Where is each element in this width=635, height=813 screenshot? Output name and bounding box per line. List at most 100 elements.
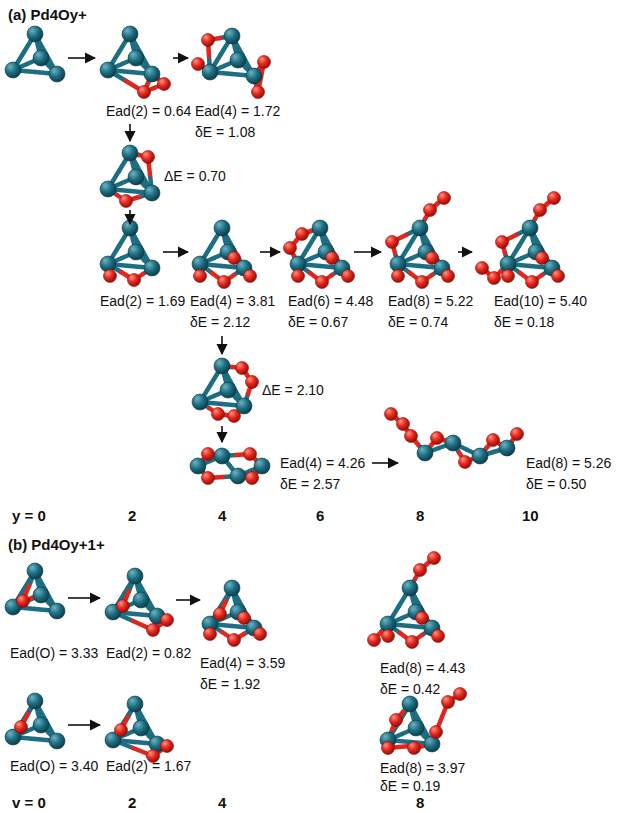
o-atom — [246, 376, 259, 389]
cluster-structure — [5, 26, 65, 82]
pd-atom — [144, 66, 160, 82]
o-atom — [424, 204, 437, 217]
panel-title: (b) Pd4Oy+1+ — [8, 536, 105, 553]
energy-label: Ead(4) = 4.26 — [280, 455, 365, 472]
cluster-structure — [105, 568, 174, 637]
o-atom — [386, 236, 399, 249]
pd-atom — [246, 68, 262, 84]
o-atom — [442, 696, 455, 709]
panel-title: (a) Pd4Oy+ — [8, 6, 87, 23]
o-atom — [382, 630, 395, 643]
o-atom — [316, 276, 329, 289]
energy-label: Ead(8) = 5.26 — [526, 455, 611, 472]
o-atom — [496, 236, 509, 249]
o-atom — [552, 270, 565, 283]
o-atom — [534, 204, 547, 217]
axis-label: 4 — [218, 507, 226, 524]
pd-atom — [122, 26, 138, 42]
pd-atom — [27, 563, 43, 579]
cluster-structure — [368, 552, 445, 649]
o-atom — [218, 276, 231, 289]
energy-label: δE = 0.19 — [380, 778, 440, 795]
pd-atom — [224, 580, 240, 596]
o-atom — [128, 274, 141, 287]
o-atom — [161, 614, 174, 627]
o-atom — [161, 740, 174, 753]
axis-label: 6 — [316, 507, 324, 524]
pd-atom — [472, 448, 488, 464]
o-atom — [147, 624, 160, 637]
energy-label: Ead(8) = 4.43 — [380, 660, 465, 677]
o-atom — [431, 432, 444, 445]
o-atom — [428, 552, 441, 565]
pd-atom — [122, 145, 138, 161]
reaction-arrow — [68, 597, 100, 599]
reaction-arrow — [458, 251, 472, 253]
reaction-arrow — [163, 251, 188, 253]
o-atom — [405, 430, 418, 443]
o-atom — [296, 228, 309, 241]
o-atom — [202, 472, 215, 485]
pd-atom — [522, 220, 538, 236]
reaction-arrow — [129, 210, 131, 224]
o-atom — [342, 270, 355, 283]
cluster-structure — [380, 688, 467, 755]
o-atom — [382, 742, 395, 755]
pd-atom — [127, 568, 143, 584]
pd-atom — [144, 260, 160, 276]
o-atom — [284, 242, 297, 255]
o-atom — [488, 272, 501, 285]
o-atom — [246, 472, 259, 485]
pd-atom — [100, 62, 116, 78]
o-atom — [104, 270, 117, 283]
pd-atom — [445, 435, 461, 451]
pd-atom — [127, 696, 143, 712]
energy-label: δE = 0.67 — [288, 314, 348, 331]
o-atom — [15, 721, 28, 734]
o-atom — [252, 86, 265, 99]
o-atom — [138, 86, 151, 99]
pd-atom — [144, 185, 160, 201]
o-atom — [536, 252, 549, 265]
energy-label: Ead(8) = 5.22 — [388, 293, 473, 310]
cluster-structure — [192, 358, 259, 423]
pd-atom — [254, 458, 270, 474]
pd-atom — [402, 580, 418, 596]
pd-atom — [412, 220, 428, 236]
o-atom — [476, 262, 489, 275]
energy-label: Ead(2) = 1.67 — [106, 758, 191, 775]
energy-label: δE = 0.50 — [526, 476, 586, 493]
cluster-structure — [105, 696, 174, 763]
pd-atom — [49, 66, 65, 82]
energy-label: δE = 1.92 — [200, 676, 260, 693]
pd-atom — [133, 720, 149, 736]
cluster-structure — [386, 192, 455, 289]
o-atom — [511, 428, 524, 441]
reaction-arrow — [354, 251, 381, 253]
o-atom — [406, 636, 419, 649]
cluster-structure — [476, 192, 565, 289]
reaction-arrow — [260, 251, 280, 253]
reaction-arrow — [129, 124, 131, 141]
cluster-structure — [192, 28, 271, 99]
o-atom — [392, 270, 405, 283]
energy-label: Ead(4) = 3.81 — [190, 293, 275, 310]
o-atom — [228, 634, 241, 647]
o-atom — [292, 270, 305, 283]
pd-atom — [128, 169, 144, 185]
o-atom — [414, 564, 427, 577]
energy-label: ΔE = 0.70 — [164, 168, 226, 185]
o-atom — [430, 726, 443, 739]
pd-atom — [49, 733, 65, 749]
pd-atom — [230, 468, 246, 484]
o-atom — [120, 195, 133, 208]
cluster-structure — [192, 220, 257, 289]
o-atom — [416, 276, 429, 289]
o-atom — [438, 192, 451, 205]
o-atom — [244, 270, 257, 283]
o-atom — [17, 595, 30, 608]
axis-label: 2 — [128, 794, 136, 811]
o-atom — [326, 252, 339, 265]
